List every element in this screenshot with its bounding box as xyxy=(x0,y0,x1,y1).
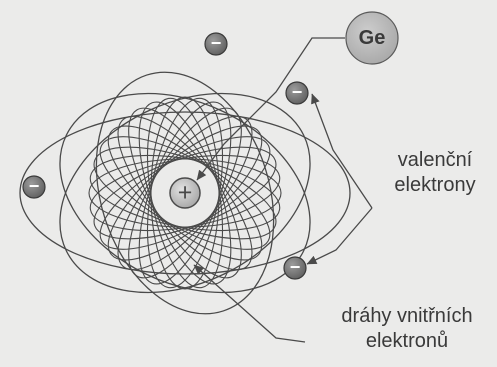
svg-text:−: − xyxy=(292,82,303,102)
inner-orbit-pointer xyxy=(193,264,306,343)
svg-text:−: − xyxy=(211,33,222,53)
inner-label-line2: elektronů xyxy=(365,330,449,352)
germanium-badge: Ge xyxy=(345,11,399,65)
inner-electron-orbits-label: dráhy vnitřních elektronů xyxy=(318,304,496,354)
pointer-lines xyxy=(193,37,373,343)
svg-text:−: − xyxy=(290,257,301,277)
valence-electron-orbits xyxy=(19,71,351,315)
valence-upper-pointer xyxy=(311,93,373,209)
valence-orbit-ellipse xyxy=(19,111,351,275)
germanium-symbol: Ge xyxy=(359,27,386,49)
nucleus: + xyxy=(169,177,201,209)
nucleus-plus-symbol: + xyxy=(178,179,193,207)
valence-electrons: − − − − xyxy=(22,32,309,280)
valence-label-line2: elektrony xyxy=(394,174,476,196)
electron-left: − xyxy=(22,175,46,199)
ge-pointer-line xyxy=(196,37,345,181)
inner-orbit-ellipse xyxy=(89,155,281,231)
valence-label-line1: valenční xyxy=(397,149,473,171)
electron-top: − xyxy=(204,32,228,56)
valence-orbit-ellipse xyxy=(59,92,311,294)
inner-electron-orbits xyxy=(88,96,282,290)
electron-upper-right: − xyxy=(285,81,309,105)
svg-text:−: − xyxy=(29,176,40,196)
inner-label-line1: dráhy vnitřních xyxy=(341,305,473,327)
valence-orbit-ellipse xyxy=(59,92,311,294)
valence-orbit-ellipse xyxy=(95,71,275,315)
valence-electrons-label: valenční elektrony xyxy=(378,148,492,198)
electron-lower-right: − xyxy=(283,256,307,280)
valence-lower-pointer xyxy=(306,207,373,265)
